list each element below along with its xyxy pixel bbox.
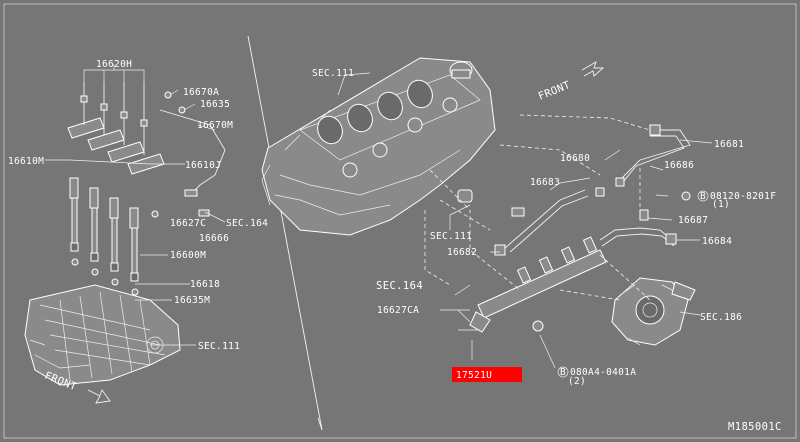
label-bolt2-qty: (2) bbox=[568, 376, 586, 387]
label-16683: 16683 bbox=[530, 177, 560, 188]
label-16600M: 16600M bbox=[170, 250, 206, 261]
leader-lines-right bbox=[337, 72, 713, 369]
label-bolt1-qty: (1) bbox=[712, 199, 730, 210]
label-16635M: 16635M bbox=[174, 295, 210, 306]
label-sec164-right: SEC.164 bbox=[376, 280, 423, 292]
label-16620H: 16620H bbox=[96, 59, 132, 70]
label-16670M: 16670M bbox=[197, 120, 233, 131]
fuel-rail bbox=[457, 236, 607, 333]
label-16635: 16635 bbox=[200, 99, 230, 110]
label-08120-8201F: 08120-8201F bbox=[710, 191, 776, 202]
front-label-right: FRONT bbox=[537, 79, 573, 103]
dashed-leaders bbox=[424, 114, 651, 301]
label-sec111-mid: SEC.111 bbox=[430, 231, 472, 242]
label-16684: 16684 bbox=[702, 236, 732, 247]
injector-1 bbox=[69, 177, 79, 252]
label-sec164-left: SEC.164 bbox=[226, 218, 268, 229]
label-16682: 16682 bbox=[447, 247, 477, 258]
label-sec186: SEC.186 bbox=[700, 312, 742, 323]
fuel-pipes bbox=[457, 124, 691, 256]
engine-block bbox=[261, 57, 496, 236]
label-16680: 16680 bbox=[560, 153, 590, 164]
label-16686: 16686 bbox=[664, 160, 694, 171]
divider-left bbox=[247, 35, 323, 431]
frame bbox=[3, 3, 797, 439]
label-sec111-left: SEC.111 bbox=[198, 341, 240, 352]
front-arrow-right: FRONT bbox=[537, 61, 605, 103]
label-16627CA: 16627CA bbox=[377, 305, 419, 316]
highlight-17521U bbox=[452, 367, 522, 382]
fuel-pump bbox=[611, 277, 696, 346]
left-cylinder-head bbox=[24, 284, 181, 386]
label-16666: 16666 bbox=[199, 233, 229, 244]
label-16681: 16681 bbox=[714, 139, 744, 150]
bolt-marker-b2-letter: B bbox=[560, 367, 566, 378]
label-16618: 16618 bbox=[190, 279, 220, 290]
divider-bottom bbox=[317, 417, 323, 431]
label-16687: 16687 bbox=[678, 215, 708, 226]
label-16670A: 16670A bbox=[183, 87, 219, 98]
injector-2 bbox=[89, 187, 99, 262]
bolt-marker-b2: B bbox=[557, 366, 569, 378]
diagram-id: M185001C bbox=[728, 421, 782, 433]
injector-3 bbox=[109, 197, 119, 272]
injector-assemblies bbox=[45, 64, 226, 346]
label-sec111-top: SEC.111 bbox=[312, 68, 354, 79]
label-080A4-0401A: 080A4-0401A bbox=[570, 367, 636, 378]
label-16627C: 16627C bbox=[170, 218, 206, 229]
bolt-marker-b1-letter: B bbox=[700, 191, 706, 202]
injector-4 bbox=[129, 207, 139, 282]
label-16610J: 16610J bbox=[185, 160, 221, 171]
label-17521U: 17521U bbox=[456, 370, 492, 381]
label-16610M: 16610M bbox=[8, 156, 44, 167]
bolt-marker-b1: B bbox=[697, 190, 709, 202]
